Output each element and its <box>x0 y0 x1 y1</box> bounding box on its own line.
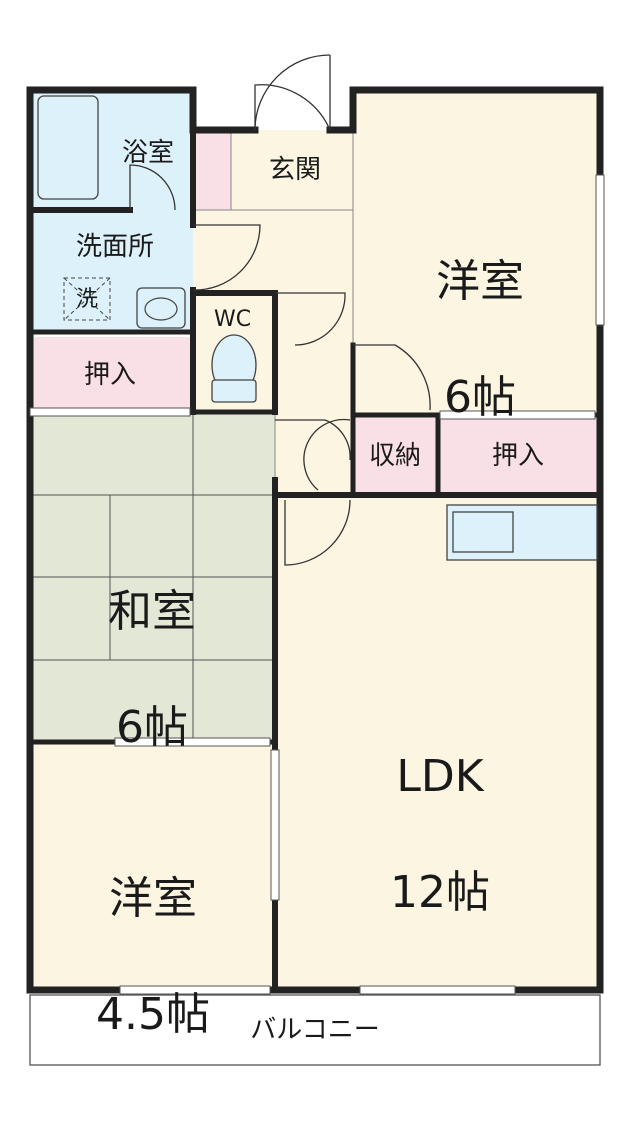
balcony-area <box>29 994 601 1066</box>
storage-area <box>353 415 438 495</box>
bathtub-icon <box>37 95 99 200</box>
room-name-japanese: 和室 <box>108 586 196 637</box>
kitchen-counter-icon <box>446 504 598 561</box>
washing-machine-icon <box>63 277 111 321</box>
entrance-label: 玄関 <box>268 155 321 185</box>
tatami-lines <box>30 412 275 742</box>
room-size-ldk: 12帖 <box>390 867 490 918</box>
closet-west-area <box>30 337 193 412</box>
room-name-ldk: LDK <box>396 751 484 802</box>
window-icon <box>29 174 605 995</box>
room-label-western-sw: 洋室 4.5帖 <box>68 812 238 1044</box>
closet-west-label: 押入 <box>83 360 136 390</box>
storage-label: 収納 <box>368 441 421 471</box>
room-name-western-ne: 洋室 <box>436 256 524 307</box>
washer-label: 洗 <box>75 287 98 312</box>
western-room-sw-area <box>30 742 275 988</box>
washbasin-icon <box>136 287 186 329</box>
room-label-japanese: 和室 6帖 <box>77 525 227 757</box>
entrance-area <box>231 130 353 210</box>
shoe-storage-area <box>196 130 231 210</box>
toilet-icon <box>211 334 257 403</box>
room-name-western-sw: 洋室 <box>109 873 197 924</box>
wc-label: WC <box>213 307 252 332</box>
balcony-label: バルコニー <box>250 1015 380 1045</box>
swing-door-icon <box>129 54 431 566</box>
bathroom-label: 浴室 <box>121 138 174 168</box>
room-size-western-sw: 4.5帖 <box>96 989 210 1040</box>
closet-east-label: 押入 <box>491 441 544 471</box>
room-size-western-ne: 6帖 <box>444 372 516 423</box>
room-label-western-ne: 洋室 6帖 <box>405 195 555 427</box>
room-size-japanese: 6帖 <box>116 702 188 753</box>
washroom-label: 洗面所 <box>75 232 154 262</box>
western-room-ne-area <box>353 90 600 415</box>
ldk-area <box>275 495 600 988</box>
room-label-ldk: LDK 12帖 <box>360 690 520 922</box>
closet-east-area <box>438 415 600 495</box>
